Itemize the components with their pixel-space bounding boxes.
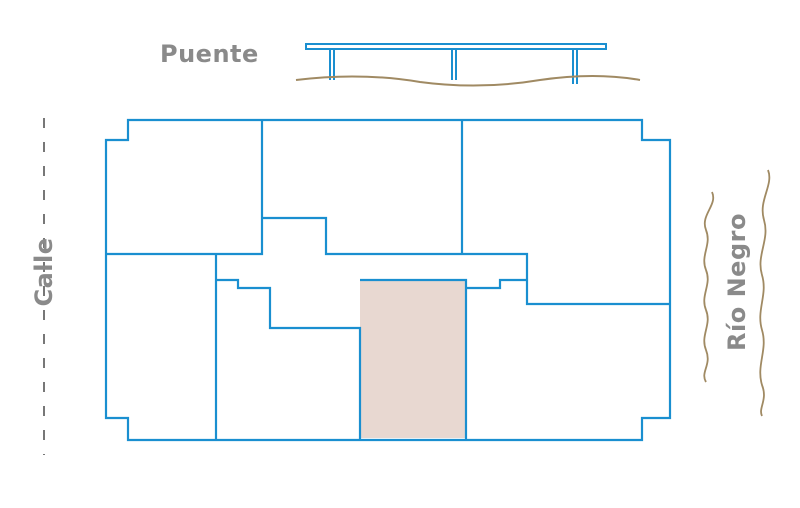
bridge-water-line: [295, 75, 641, 87]
wall: [216, 278, 362, 440]
wall: [262, 216, 670, 306]
highlighted-unit: [360, 280, 466, 438]
wall: [466, 278, 527, 290]
wall: [360, 278, 468, 440]
street-label: Calle: [30, 237, 58, 307]
building-outline: [104, 118, 672, 442]
wall: [106, 120, 264, 256]
bridge-deck: [305, 43, 607, 50]
river-label: Río Negro: [723, 213, 751, 351]
floor-walls: [104, 118, 672, 442]
river-line-right: [759, 169, 771, 417]
river-lines: [703, 169, 771, 417]
bridge-drawing: [305, 43, 607, 84]
river-line-left: [703, 191, 715, 383]
bridge-label: Puente: [160, 40, 259, 68]
